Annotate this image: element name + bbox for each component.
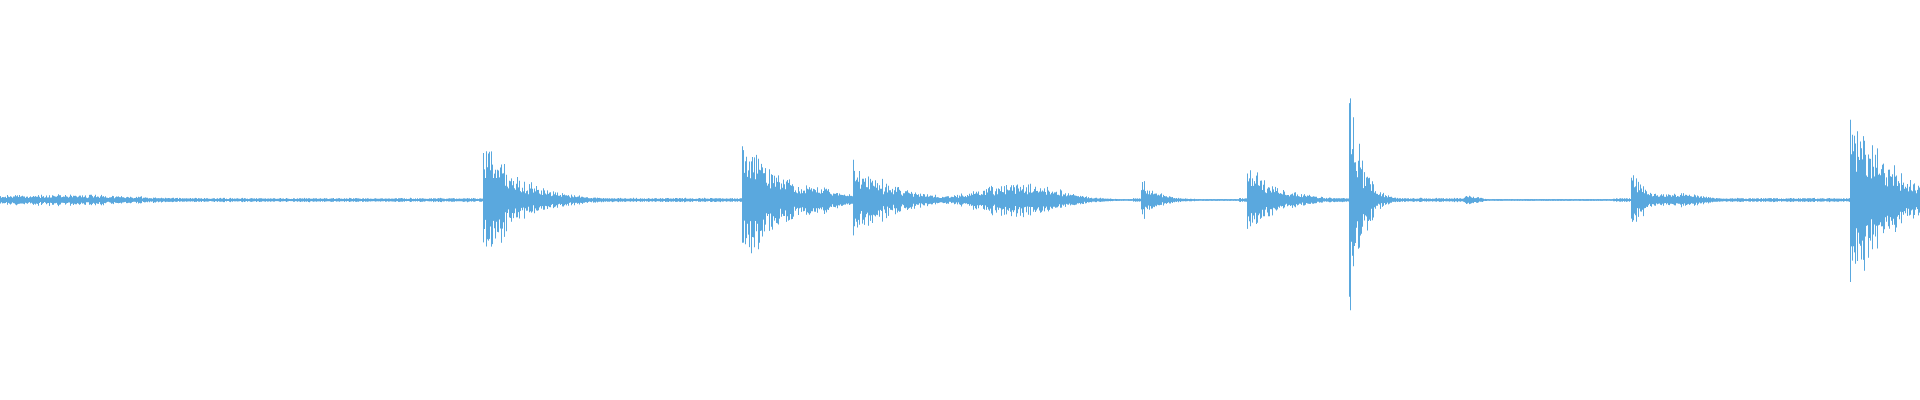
waveform-bars (0, 98, 1920, 311)
waveform-trace (0, 98, 1920, 311)
